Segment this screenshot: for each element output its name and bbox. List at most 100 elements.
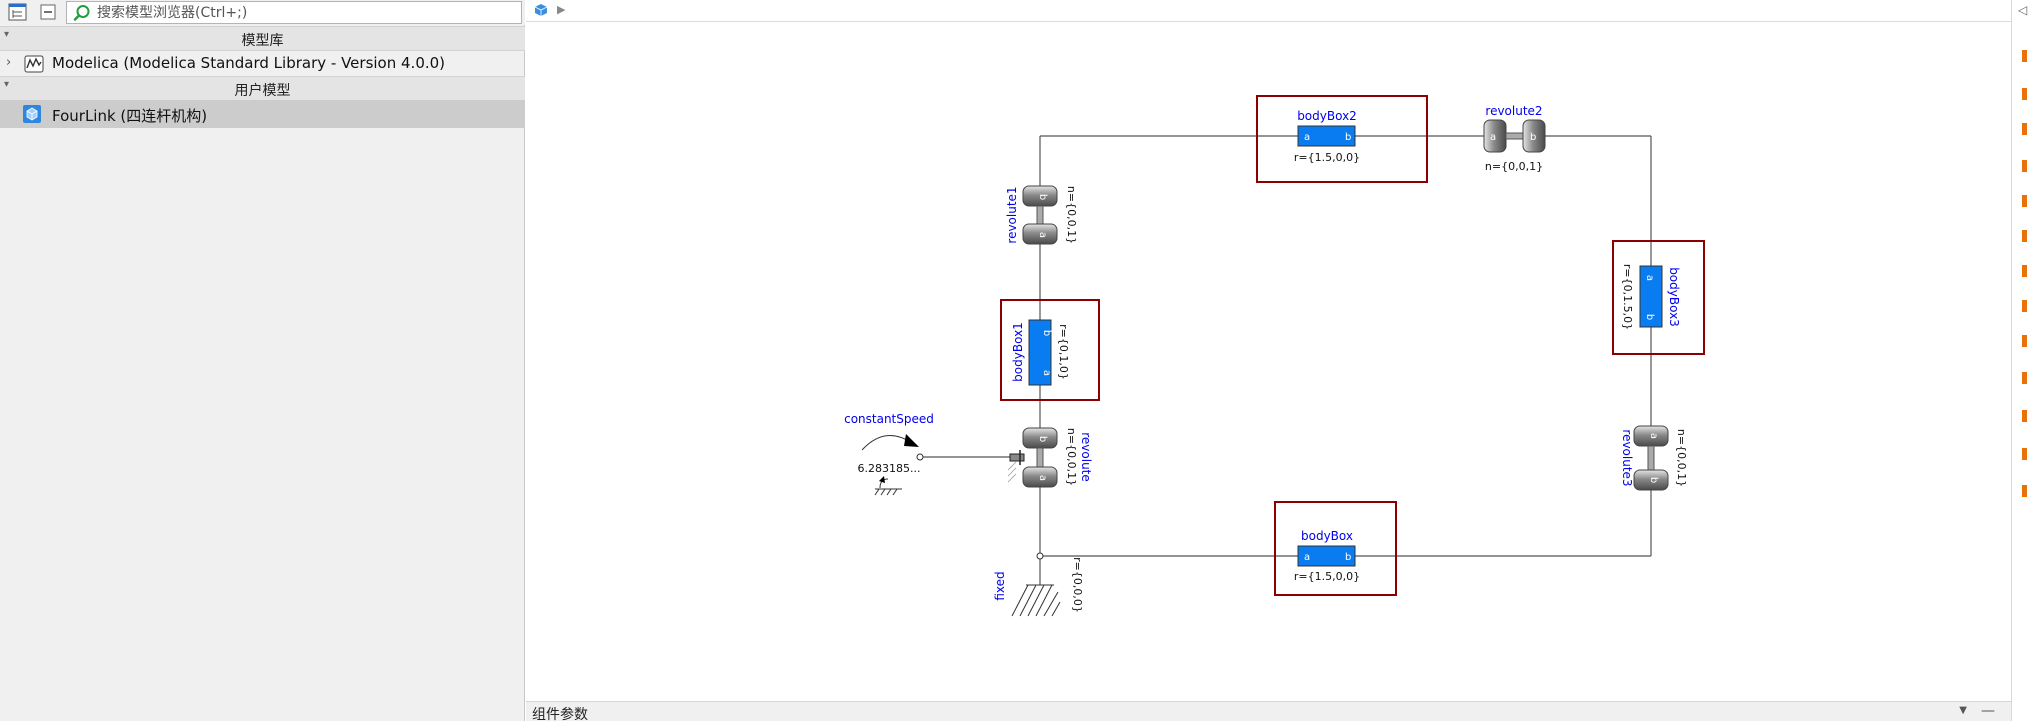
component-param: r={0,0,0} [1071, 557, 1084, 613]
port-a-label: a [1304, 132, 1310, 143]
dock-tab-marker[interactable] [2022, 448, 2027, 460]
search-icon [73, 4, 91, 26]
joint-cylinder-b [1633, 469, 1669, 491]
component-name: revolute1 [1005, 186, 1019, 243]
joint-axle [1505, 132, 1524, 140]
speed-arrow [904, 434, 919, 447]
selection-box [1274, 501, 1397, 596]
component-name: revolute3 [1620, 429, 1634, 486]
body-shape [1297, 545, 1356, 567]
component-param: n={0,0,1} [1065, 186, 1078, 244]
port-a-label: a [1041, 370, 1052, 376]
component-param: r={0,1.5,0} [1621, 264, 1634, 330]
collapse-icon[interactable] [38, 2, 58, 22]
component-param: n={0,0,1} [1675, 429, 1688, 487]
selection-box [1612, 240, 1705, 355]
dock-tab-marker[interactable] [2022, 485, 2027, 497]
diagram-canvas[interactable]: a b bodyBox2 r={1.5,0,0} a b revolute2 n… [526, 22, 2011, 700]
collapse-caret-icon[interactable]: ▾ [4, 79, 10, 90]
dock-tab-marker[interactable] [2022, 372, 2027, 384]
home-cube-icon[interactable] [534, 3, 548, 21]
component-params-panel[interactable]: 组件参数 ▼ — [526, 701, 2011, 723]
joint-axle [1647, 445, 1655, 471]
body-shape [1297, 125, 1356, 147]
dock-tab-marker[interactable] [2022, 265, 2027, 277]
joint-cylinder-a [1022, 466, 1058, 488]
port-a-label: a [1644, 275, 1655, 281]
component-name: revolute [1079, 432, 1093, 482]
revolute2-component[interactable]: a b revolute2 n={0,0,1} [1483, 104, 1546, 173]
tree-view-icon[interactable] [8, 2, 28, 22]
dropdown-icon[interactable]: ▼ [1959, 705, 1967, 716]
package-icon [24, 54, 44, 74]
dock-tab-marker[interactable] [2022, 335, 2027, 347]
selection-box [1000, 299, 1100, 401]
drive-flange [1009, 453, 1025, 462]
joint-cylinder-a [1022, 223, 1058, 245]
component-name: revolute2 [1485, 104, 1542, 118]
component-param: n={0,0,1} [1065, 428, 1078, 486]
tree-item-fourlink[interactable]: FourLink (四连杆机构) [0, 100, 525, 128]
component-name: constantSpeed [844, 412, 934, 426]
port-a-label: a [1648, 433, 1659, 439]
selection-box [1256, 95, 1428, 183]
port-b-label: b [1037, 436, 1048, 442]
arrow-right-icon[interactable]: ▶ [557, 3, 566, 16]
diagram-breadcrumb-bar: ▶ [526, 0, 2011, 22]
port-a-label: a [1037, 475, 1048, 481]
port-a-label: a [1490, 132, 1496, 143]
revolute1-component[interactable]: b a revolute1 n={0,0,1} [1005, 185, 1078, 245]
library-section-title: 模型库 [241, 33, 284, 49]
bodybox2-component[interactable]: a b bodyBox2 r={1.5,0,0} [1256, 95, 1428, 183]
port-a-label: a [1037, 232, 1048, 238]
dock-tab-marker[interactable] [2022, 123, 2027, 135]
tree-item-modelica[interactable]: › Modelica (Modelica Standard Library - … [0, 50, 525, 76]
component-value: 6.283185... [858, 462, 921, 475]
bearing-hatch [1007, 461, 1017, 483]
dock-tab-marker[interactable] [2022, 88, 2027, 100]
port-b-label: b [1530, 132, 1536, 143]
dock-tab-marker[interactable] [2022, 195, 2027, 207]
bodybox3-component[interactable]: a b bodyBox3 r={0,1.5,0} [1612, 240, 1705, 355]
bodybox-component[interactable]: a b bodyBox r={1.5,0,0} [1274, 501, 1397, 596]
joint-axle [1036, 447, 1044, 468]
port-b-label: b [1345, 132, 1351, 143]
search-box[interactable] [66, 1, 522, 24]
fourlink-diagram[interactable]: a b bodyBox2 r={1.5,0,0} a b revolute2 n… [526, 22, 2011, 700]
dock-tab-marker[interactable] [2022, 410, 2027, 422]
search-input[interactable] [97, 3, 517, 22]
component-name: bodyBox [1301, 529, 1353, 543]
speed-arc [861, 435, 913, 451]
component-name: fixed [993, 571, 1007, 600]
port-a-label: a [1304, 552, 1310, 563]
port-b-label: b [1345, 552, 1351, 563]
component-name: bodyBox2 [1297, 109, 1357, 123]
bodybox1-component[interactable]: b a bodyBox1 r={0,1,0} [1000, 299, 1100, 401]
port-b-label: b [1644, 314, 1655, 320]
fixed-component[interactable]: fixed r={0,0,0} [993, 552, 1084, 617]
minimize-icon[interactable]: — [1981, 703, 1995, 719]
expand-left-icon[interactable]: ◁ [2018, 3, 2028, 17]
frame-connector [1036, 552, 1044, 560]
component-param: r={0,1,0} [1057, 324, 1070, 380]
revolute3-component[interactable]: a b revolute3 n={0,0,1} [1620, 425, 1688, 491]
dock-tab-marker[interactable] [2022, 160, 2027, 172]
dock-tab-marker[interactable] [2022, 300, 2027, 312]
component-param: r={1.5,0,0} [1294, 151, 1360, 164]
joint-cylinder-b [1522, 119, 1546, 153]
panel-title: 组件参数 [532, 707, 588, 723]
model-cube-icon [22, 104, 42, 124]
user-models-section-header[interactable]: ▾ 用户模型 [0, 76, 525, 101]
expand-arrow-icon[interactable]: › [6, 55, 12, 70]
dock-tab-marker[interactable] [2022, 230, 2027, 242]
revolute-component[interactable]: b a revolute n={0,0,1} [1007, 427, 1093, 488]
right-dock-strip: ◁ [2011, 0, 2037, 721]
dock-tab-marker[interactable] [2022, 50, 2027, 62]
joint-axle [1036, 205, 1044, 225]
collapse-caret-icon[interactable]: ▾ [4, 29, 10, 40]
ground-hatch [874, 476, 902, 496]
ground-hatch [1011, 584, 1061, 617]
library-section-header[interactable]: ▾ 模型库 [0, 26, 525, 51]
flange-connector [916, 453, 924, 461]
constantspeed-component[interactable]: constantSpeed 6.283185... [844, 412, 934, 496]
